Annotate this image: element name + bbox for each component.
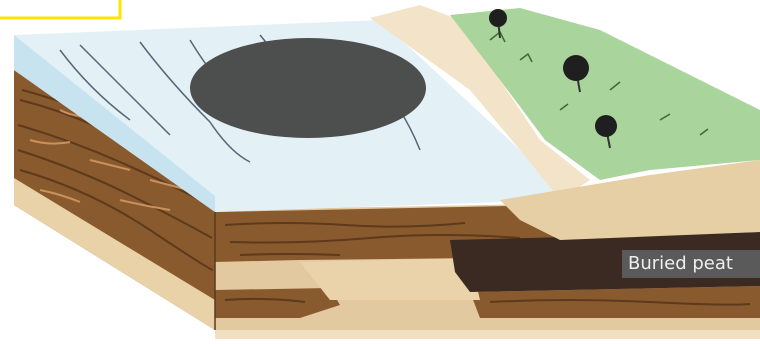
redaction-ellipse <box>190 38 426 138</box>
buried-peat-label: Buried peat <box>622 250 760 278</box>
highlight-box <box>0 0 120 18</box>
